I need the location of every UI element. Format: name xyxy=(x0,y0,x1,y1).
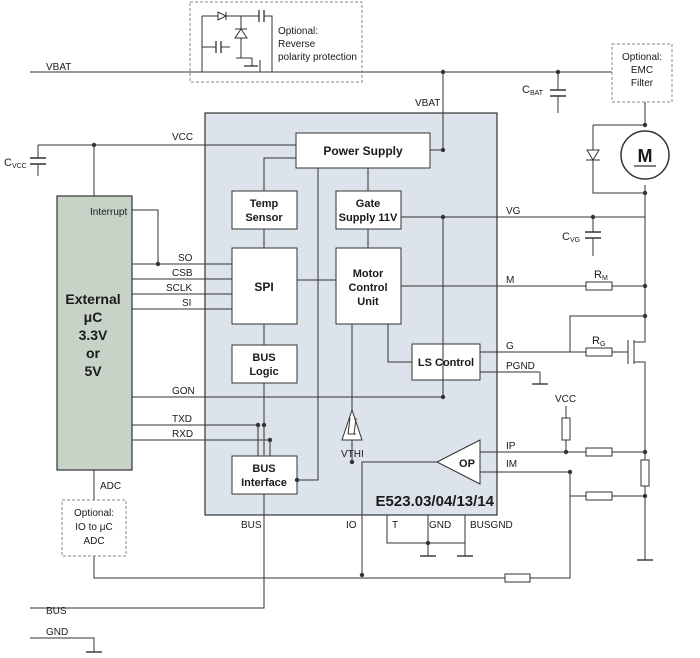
svg-text:CSB: CSB xyxy=(172,268,193,279)
svg-text:VBAT: VBAT xyxy=(415,98,440,109)
svg-text:Gate: Gate xyxy=(356,198,380,210)
svg-text:Optional:: Optional: xyxy=(278,26,318,37)
svg-text:Control: Control xyxy=(348,282,387,294)
svg-text:SI: SI xyxy=(182,298,191,309)
svg-text:M: M xyxy=(638,146,653,166)
svg-text:VBAT: VBAT xyxy=(46,62,71,73)
spi-block xyxy=(231,247,298,325)
svg-text:Motor: Motor xyxy=(353,268,384,280)
svg-text:RXD: RXD xyxy=(172,429,193,440)
gate-supply-block xyxy=(335,190,402,230)
external-uc-label: External μC 3.3V or 5V xyxy=(65,291,120,379)
svg-text:VG: VG xyxy=(506,206,521,217)
svg-text:BUS: BUS xyxy=(46,606,67,617)
svg-text:ADC: ADC xyxy=(83,536,104,547)
svg-text:External: External xyxy=(65,291,120,307)
svg-text:GND: GND xyxy=(429,520,451,531)
svg-text:Optional:: Optional: xyxy=(622,52,662,63)
external-uc-block xyxy=(56,195,133,471)
svg-text:BUS: BUS xyxy=(241,520,262,531)
svg-text:VCC: VCC xyxy=(172,132,193,143)
svg-text:μC: μC xyxy=(84,309,103,325)
resistor-adc xyxy=(504,573,531,583)
resistor-im xyxy=(585,491,613,501)
signal-labels: VBAT VBAT VCC SO CSB SCLK SI GON TXD RXD… xyxy=(46,62,576,638)
svg-text:Optional:: Optional: xyxy=(74,508,114,519)
emc-label: Optional: EMC Filter xyxy=(622,52,662,89)
capacitor-vcc xyxy=(30,157,46,176)
svg-text:Unit: Unit xyxy=(357,296,379,308)
svg-text:Temp: Temp xyxy=(250,198,279,210)
resistor-ip xyxy=(585,447,613,457)
svg-text:IP: IP xyxy=(506,441,516,452)
svg-text:IO: IO xyxy=(346,520,357,531)
svg-text:SO: SO xyxy=(178,253,193,264)
svg-text:ADC: ADC xyxy=(100,481,121,492)
cvcc-label: CVCC xyxy=(4,157,27,170)
svg-text:Supply 11V: Supply 11V xyxy=(339,212,398,224)
interrupt-label: Interrupt xyxy=(90,207,127,218)
svg-text:LS Control: LS Control xyxy=(418,357,474,369)
rg-label: RG xyxy=(592,335,605,348)
svg-text:IO to μC: IO to μC xyxy=(75,522,112,533)
svg-text:Filter: Filter xyxy=(631,78,654,89)
svg-text:GND: GND xyxy=(46,627,68,638)
svg-text:Interface: Interface xyxy=(241,477,287,489)
svg-text:GON: GON xyxy=(172,386,195,397)
svg-text:BUS: BUS xyxy=(252,352,275,364)
capacitor-vg xyxy=(585,231,601,244)
svg-text:T: T xyxy=(392,520,398,531)
adc-box-label: Optional: IO to μC ADC xyxy=(74,508,114,547)
svg-text:BUS: BUS xyxy=(252,463,275,475)
op-amp xyxy=(435,439,481,485)
optional-adc-box xyxy=(61,499,127,557)
svg-text:3.3V: 3.3V xyxy=(79,327,108,343)
bus-logic-block xyxy=(231,344,298,384)
svg-text:OP: OP xyxy=(459,458,475,470)
junction-dots xyxy=(91,69,648,578)
motor xyxy=(620,130,670,180)
polarity-label: Optional: Reverse polarity protection xyxy=(278,26,357,63)
svg-text:VCC: VCC xyxy=(555,394,576,405)
resistor-rm xyxy=(585,281,613,291)
svg-text:5V: 5V xyxy=(84,363,102,379)
svg-text:Sensor: Sensor xyxy=(245,212,283,224)
polarity-circuit xyxy=(201,10,273,72)
external-wiring xyxy=(30,71,646,652)
svg-text:BUSGND: BUSGND xyxy=(470,520,513,531)
temp-sensor-block xyxy=(231,190,298,230)
svg-text:EMC: EMC xyxy=(631,65,653,76)
rm-label: RM xyxy=(594,269,608,282)
cbat-label: CBAT xyxy=(522,84,544,97)
resistor-rg xyxy=(585,347,613,357)
cvg-label: CVG xyxy=(562,231,580,244)
freewheel-diode xyxy=(586,149,600,161)
svg-text:SCLK: SCLK xyxy=(166,283,192,294)
resistor-vcc-ip xyxy=(561,417,571,441)
svg-text:Reverse: Reverse xyxy=(278,39,316,50)
ls-control-block xyxy=(411,343,481,381)
svg-text:SPI: SPI xyxy=(254,280,273,294)
optional-emc-box xyxy=(611,43,673,103)
svg-text:polarity protection: polarity protection xyxy=(278,52,357,63)
svg-text:M: M xyxy=(506,275,514,286)
ground-symbols xyxy=(86,383,653,653)
capacitor-bat xyxy=(550,89,566,104)
svg-text:G: G xyxy=(506,341,514,352)
bus-interface-block xyxy=(231,455,298,495)
resistor-shunt xyxy=(640,459,650,487)
svg-text:or: or xyxy=(86,345,101,361)
svg-text:IM: IM xyxy=(506,459,517,470)
power-supply-block xyxy=(295,132,431,169)
chip-name: E523.03/04/13/14 xyxy=(376,493,495,510)
svg-text:Logic: Logic xyxy=(249,366,278,378)
svg-text:Power Supply: Power Supply xyxy=(323,144,403,158)
optional-polarity-box xyxy=(189,1,363,83)
svg-text:TXD: TXD xyxy=(172,414,192,425)
svg-text:PGND: PGND xyxy=(506,361,535,372)
